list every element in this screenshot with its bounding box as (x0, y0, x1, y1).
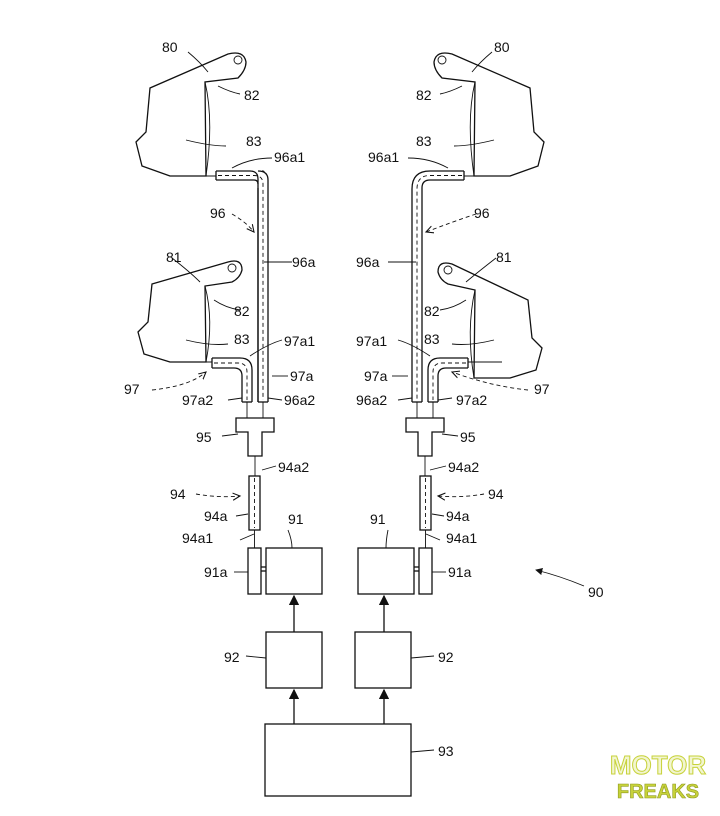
label-96a1-right: 96a1 (368, 149, 399, 165)
label-83-lower: 83 (234, 331, 250, 347)
label-82-lower: 82 (234, 303, 250, 319)
left-seat-81 (137, 260, 243, 363)
right-seat-81 (437, 262, 543, 379)
logo-line-1: MOTOR (610, 750, 707, 780)
label-92: 92 (224, 649, 240, 665)
right-seat-80 (433, 52, 545, 177)
right-motor-91 (357, 547, 415, 595)
label-94a-right: 94a (446, 508, 470, 524)
label-96: 96 (210, 205, 226, 221)
label-96a1: 96a1 (274, 149, 305, 165)
label-96a-right: 96a (356, 254, 380, 270)
left-motor-91 (265, 547, 323, 595)
label-97a-right: 97a (364, 368, 388, 384)
label-95: 95 (196, 429, 212, 445)
right-duct-94 (419, 475, 432, 548)
left-controller-92 (265, 631, 323, 689)
control-unit-93 (264, 723, 412, 797)
label-81: 81 (166, 249, 182, 265)
label-94a1: 94a1 (182, 530, 213, 546)
label-82-lower-right: 82 (424, 303, 440, 319)
label-83: 83 (246, 133, 262, 149)
label-83-right: 83 (416, 133, 432, 149)
label-82-right: 82 (416, 87, 432, 103)
label-91-right: 91 (370, 511, 386, 527)
label-97a2-right: 97a2 (456, 392, 487, 408)
label-94a2-right: 94a2 (448, 459, 479, 475)
motor-freaks-logo: MOTOR FREAKS (609, 750, 707, 803)
leader-lines (151, 51, 585, 753)
right-joint-95 (405, 402, 445, 476)
label-94a1-right: 94a1 (446, 530, 477, 546)
label-96a2: 96a2 (284, 392, 315, 408)
logo-line-2: FREAKS (617, 781, 699, 803)
label-82: 82 (244, 87, 260, 103)
label-91a-right: 91a (448, 564, 472, 580)
reference-labels: 80 82 83 96a1 96 96a 81 82 83 97a1 97 97… (124, 39, 604, 759)
label-96a2-right: 96a2 (356, 392, 387, 408)
label-80: 80 (162, 39, 178, 55)
label-81-right: 81 (496, 249, 512, 265)
left-seat-80 (135, 52, 247, 177)
label-91: 91 (288, 511, 304, 527)
label-93: 93 (438, 743, 454, 759)
left-duct-94 (248, 475, 261, 548)
label-97a1-right: 97a1 (356, 333, 387, 349)
label-96-right: 96 (474, 205, 490, 221)
left-fan-91a (247, 547, 262, 595)
label-94: 94 (170, 486, 186, 502)
right-fan-91a (418, 547, 433, 595)
label-97a: 97a (290, 368, 314, 384)
left-duct-97 (211, 357, 253, 403)
label-91a: 91a (204, 564, 228, 580)
label-97: 97 (124, 381, 140, 397)
label-97-right: 97 (534, 381, 550, 397)
label-92-right: 92 (438, 649, 454, 665)
label-97a2: 97a2 (182, 392, 213, 408)
label-97a1: 97a1 (284, 333, 315, 349)
label-96a: 96a (292, 254, 316, 270)
label-83-lower-right: 83 (424, 331, 440, 347)
label-94a2: 94a2 (278, 459, 309, 475)
label-90: 90 (588, 584, 604, 600)
label-94-right: 94 (488, 486, 504, 502)
label-80-right: 80 (494, 39, 510, 55)
left-assembly (135, 52, 323, 724)
label-94a: 94a (204, 508, 228, 524)
right-duct-96 (411, 170, 465, 403)
label-95-right: 95 (460, 429, 476, 445)
left-duct-96 (215, 170, 269, 403)
right-controller-92 (354, 631, 412, 689)
left-joint-95 (235, 402, 275, 476)
